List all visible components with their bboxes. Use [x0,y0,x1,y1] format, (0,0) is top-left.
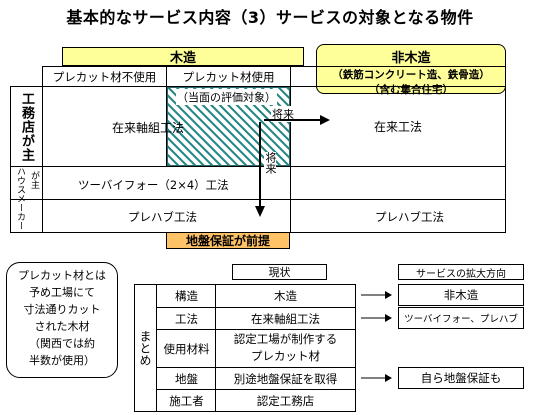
header-precut-label: プレカット材使用 [182,69,275,84]
jiban-premise-label: 地盤保証が前提 [185,234,270,248]
summary-row-cat: 地盤 [175,371,198,386]
arrow-right-icon [361,314,392,322]
note-line: 寸法通りカット [23,303,101,316]
cell-zairai-nonwood-label: 在来工法 [373,120,422,134]
cell-zairai-jiku: 在来軸組工法 [112,121,185,135]
header-no-precut: プレカット材不使用 [43,67,166,86]
row-housemaker-label-a: ハウスメーカー [15,167,25,230]
summary-row-current: 認定工務店 [256,393,315,408]
note-line: された木材 [34,320,90,333]
note-line: プレカット材とは [18,269,106,282]
header-nonwood-sub1: （鉄筋コンクリート造、鉄骨造） [332,69,490,81]
summary-row-cat: 工法 [175,311,198,326]
note-line: （関西では約 [29,337,95,350]
note-line: 半数が使用） [29,354,95,367]
header-no-precut-label: プレカット材不使用 [52,69,157,84]
row-koumuten: 工務店が主 [11,87,42,166]
header-nonwood: 非木造 （鉄筋コンクリート造、鉄骨造） （含む集合住宅） [316,44,506,96]
header-precut: プレカット材使用 [167,67,290,86]
summary-future-header: サービスの拡大方向 [398,264,524,280]
cell-two-by-four: ツーバイフォー（2×4）工法 [78,178,229,192]
note-line: 予め工場にて [29,286,95,299]
header-wood-label: 木造 [169,51,196,66]
future-label-horizontal: 将来 [271,106,295,122]
cell-zairai-nonwood: 在来工法 [291,87,505,166]
summary-current-header-label: 現状 [268,266,291,279]
current-target-label: （当面の評価対象） [176,89,277,105]
jiban-premise-box: 地盤保証が前提 [166,232,290,249]
arrow-right-icon [361,374,392,382]
precut-note: プレカット材とは 予め工場にて 寸法通りカット された木材 （関西では約 半数が… [6,262,118,378]
summary-label: まとめ [135,285,157,411]
summary-row-current: 認定工場が制作する プレカット材 [233,332,338,363]
future-box-method: ツーバイフォー、プレハブ [398,307,524,329]
summary-row-current: 別途地盤保証を取得 [233,371,338,386]
summary-future-header-label: サービスの拡大方向 [416,268,506,280]
summary-row-current: 在来軸組工法 [251,311,320,326]
summary-row-cat: 使用材料 [163,341,210,356]
summary-current-header: 現状 [232,264,327,280]
header-nonwood-label: 非木造 [391,51,431,66]
header-nonwood-sub2: （含む集合住宅） [369,84,453,96]
row-housemaker: ハウスメーカー が主 [11,167,42,232]
arrow-right-icon [361,291,392,299]
cell-prefab-wood: プレハブ工法 [128,210,197,224]
summary-row-cat: 構造 [175,289,198,303]
row-housemaker-label-b: が主 [29,171,39,189]
row-koumuten-label: 工務店が主 [19,91,34,162]
header-wood: 木造 [62,47,304,66]
future-box-structure: 非木造 [398,284,524,306]
summary-label-text: まとめ [138,330,152,366]
page-title: 基本的なサービス内容（3）サービスの対象となる物件 [66,8,474,27]
summary-row-cat: 施工者 [169,393,204,408]
summary-row-current: 木造 [274,289,297,303]
arrow-down-icon [255,122,265,217]
cell-prefab-nonwood: プレハブ工法 [375,210,444,224]
future-box-ground: 自ら地盤保証も [398,367,524,389]
future-label-vertical: 将来 [264,152,277,177]
arrow-right-icon [264,115,330,125]
summary-table: まとめ 構造 木造 工法 在来軸組工法 使用材料 認定工場が制作する プレカット… [134,284,356,412]
